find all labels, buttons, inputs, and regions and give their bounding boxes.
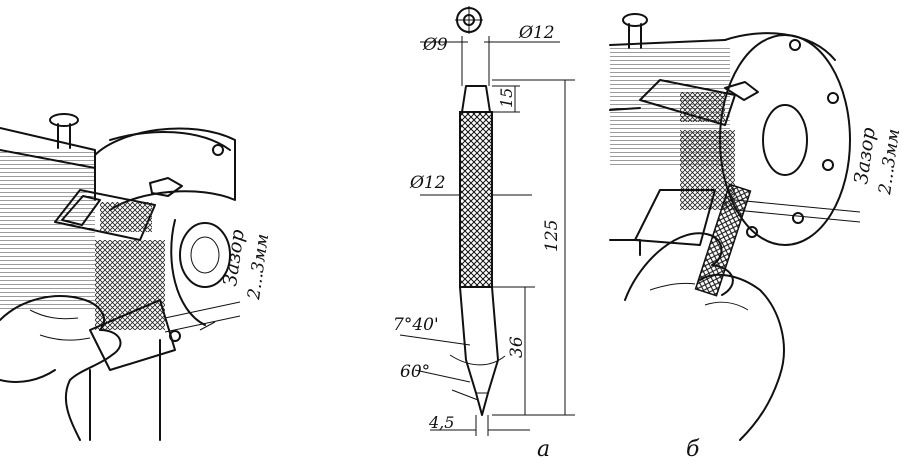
dia-12-body-label: Ø12 [409, 173, 446, 193]
right-bolt-5-icon [746, 226, 758, 238]
center-punch-drawing: Ø9 Ø12 Ø12 15 125 36 7°40' 60° 4,5 а [393, 6, 575, 462]
angle-leader-lines [399, 334, 479, 401]
left-hand [0, 295, 122, 441]
angle-7-40-label: 7°40' [393, 315, 439, 335]
left-eye-shield [54, 189, 156, 241]
right-knob-icon [622, 13, 648, 27]
left-machine-edge [0, 149, 96, 169]
right-bolt-2-icon [827, 92, 839, 104]
right-machine-edges [609, 39, 726, 111]
right-wing-nut-icon [724, 81, 759, 101]
angle-arc [449, 354, 506, 366]
left-guard-top [109, 130, 231, 151]
right-punch-in-hands [694, 183, 752, 297]
left-shield-window [61, 195, 101, 226]
left-gap-value: 2...3мм [244, 233, 273, 302]
left-tool-rest [89, 299, 176, 371]
dim-125-lines [492, 79, 575, 416]
right-bolt-1-icon [789, 39, 801, 51]
top-extension-lines [461, 36, 490, 86]
left-knob-icon [49, 113, 79, 127]
right-tool-rest [634, 189, 716, 246]
caption-b: б [686, 437, 700, 461]
left-gap-label: Зазор [219, 228, 249, 288]
angle-60-label: 60° [400, 362, 430, 382]
caption-a: а [537, 437, 550, 461]
right-gap-lines [734, 199, 861, 223]
left-knob-stem [57, 123, 71, 149]
left-shield-mesh [100, 202, 152, 232]
right-gap-value: 2...3мм [875, 128, 904, 197]
dim-15-label: 15 [497, 88, 516, 108]
right-guard-top [724, 32, 836, 61]
dim-36-lines [492, 286, 535, 415]
dim-15-lines [492, 85, 520, 113]
dia-12-top-label: Ø12 [518, 23, 555, 43]
left-machine-body-shading [0, 150, 95, 310]
left-gap-lines [164, 301, 241, 333]
right-wheel-hub [762, 104, 808, 176]
right-right-hand [699, 273, 785, 441]
left-rest-mesh [95, 240, 165, 330]
left-gap-arrow [199, 321, 216, 331]
dim-36-label: 36 [507, 336, 527, 358]
dim-125-label: 125 [542, 220, 562, 252]
dia-9-label: Ø9 [422, 35, 448, 55]
right-rest-bracket [609, 239, 641, 256]
left-grinder-view: Зазор 2...3мм [0, 113, 273, 441]
left-guard-bolt-icon [212, 144, 224, 156]
end-view-crosshair [455, 6, 483, 34]
left-wheel-face [179, 222, 231, 288]
tip-dim-lines [430, 415, 530, 436]
left-wheel-hub [190, 236, 220, 274]
punch-head [461, 85, 491, 113]
left-hand-folds [29, 309, 91, 341]
right-shield-mesh [680, 92, 725, 122]
left-wing-nut-icon [149, 177, 183, 197]
punch-knurled-body [459, 111, 493, 288]
right-gap-label: Зазор [850, 126, 880, 186]
tip-4-5-label: 4,5 [428, 413, 454, 432]
right-bolt-4-icon [792, 212, 804, 224]
punch-taper [459, 286, 499, 416]
right-grinder-view: Зазор 2...3мм б [609, 13, 904, 462]
left-base-legs [89, 339, 161, 441]
left-rest-bolt-icon [169, 330, 181, 342]
left-wheel-rim [170, 219, 206, 326]
right-bolt-3-icon [822, 159, 834, 171]
right-hand-folds [649, 282, 749, 311]
